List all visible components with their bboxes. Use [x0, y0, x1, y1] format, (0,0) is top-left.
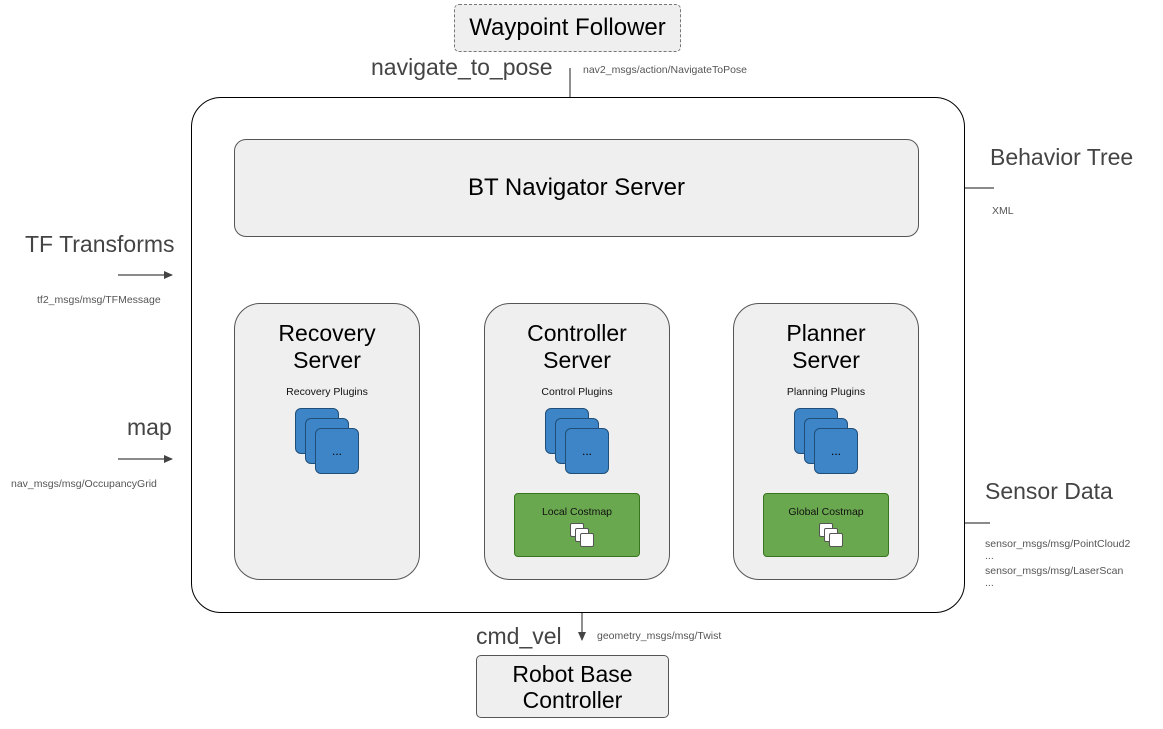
bt-navigator-server-box: BT Navigator Server: [234, 139, 919, 237]
control-plugins-label: Control Plugins: [541, 386, 613, 398]
planner-plugin-stack: ...: [794, 408, 864, 482]
local-costmap-box: Local Costmap: [514, 493, 640, 557]
controller-plugin-stack: ...: [545, 408, 615, 482]
map-label: map: [127, 414, 172, 440]
robot-base-label-line1: Robot Base: [512, 660, 633, 687]
map-type: nav_msgs/msg/OccupancyGrid: [11, 478, 157, 490]
behavior-tree-label: Behavior Tree: [990, 144, 1134, 170]
waypoint-follower-box: Waypoint Follower: [454, 4, 681, 52]
waypoint-follower-label: Waypoint Follower: [469, 14, 666, 41]
cmd-vel-label: cmd_vel: [476, 623, 562, 649]
recovery-plugin-stack: ...: [295, 408, 365, 482]
navigate-to-pose-label: navigate_to_pose: [371, 54, 553, 80]
controller-plugin-ellipsis: ...: [565, 428, 609, 474]
sensor-data-type-2: ...: [985, 550, 994, 562]
sensor-data-type-1: sensor_msgs/msg/PointCloud2: [985, 538, 1131, 550]
global-costmap-label: Global Costmap: [788, 506, 864, 518]
navigate-to-pose-type: nav2_msgs/action/NavigateToPose: [583, 64, 748, 76]
planning-plugins-label: Planning Plugins: [786, 386, 866, 398]
global-costmap-box: Global Costmap: [763, 493, 889, 557]
behavior-tree-type: XML: [992, 205, 1014, 217]
sensor-data-type-3: sensor_msgs/msg/LaserScan: [985, 565, 1124, 577]
tf-transforms-type: tf2_msgs/msg/TFMessage: [37, 294, 161, 306]
tf-transforms-label: TF Transforms: [25, 231, 175, 257]
robot-base-controller-box: Robot Base Controller: [476, 655, 669, 718]
sensor-data-label: Sensor Data: [985, 478, 1113, 504]
recovery-plugin-ellipsis: ...: [315, 428, 359, 474]
local-costmap-layers-icon: [570, 523, 596, 549]
local-costmap-label: Local Costmap: [541, 506, 613, 518]
recovery-plugins-label: Recovery Plugins: [286, 386, 368, 398]
planner-plugin-ellipsis: ...: [814, 428, 858, 474]
sensor-data-type-4: ...: [985, 577, 994, 589]
global-costmap-layers-icon: [819, 523, 845, 549]
bt-navigator-label: BT Navigator Server: [468, 174, 685, 201]
cmd-vel-type: geometry_msgs/msg/Twist: [597, 630, 722, 642]
robot-base-label-line2: Controller: [522, 686, 623, 713]
